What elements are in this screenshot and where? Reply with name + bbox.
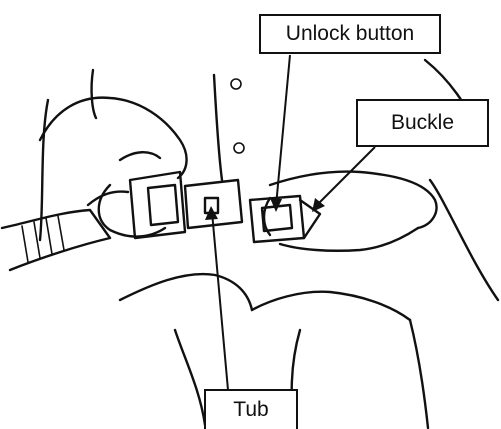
unlock-button-label: Unlock button bbox=[259, 14, 441, 54]
buckle-leader-line bbox=[316, 147, 375, 206]
shirt-button-top bbox=[231, 79, 241, 89]
tub-leader-line bbox=[212, 212, 228, 390]
tub-label: Tub bbox=[204, 389, 298, 429]
shirt-outline bbox=[40, 60, 498, 300]
buckle-label: Buckle bbox=[356, 99, 489, 147]
buckle-label-text: Buckle bbox=[391, 111, 454, 135]
buckle-body bbox=[250, 196, 320, 242]
tub-label-text: Tub bbox=[233, 398, 268, 422]
unlock-button-label-text: Unlock button bbox=[286, 22, 414, 46]
shirt-button-bottom bbox=[234, 143, 244, 153]
left-hand bbox=[40, 98, 187, 237]
belt-strap-left bbox=[2, 210, 110, 270]
unlock-leader-line bbox=[276, 55, 290, 206]
tongue-plate bbox=[130, 172, 242, 238]
